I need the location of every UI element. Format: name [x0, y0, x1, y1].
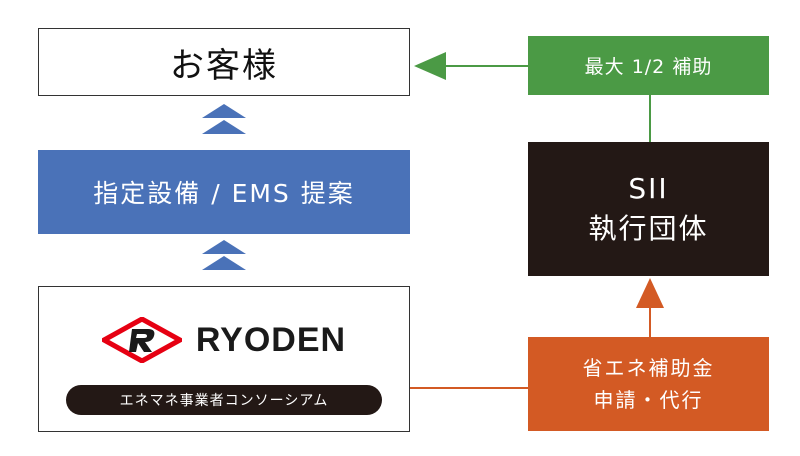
- customer-box: お客様: [38, 28, 410, 96]
- ryoden-mark-icon: [101, 317, 182, 363]
- orange-arrow-head: [636, 278, 664, 308]
- consortium-badge: エネマネ事業者コンソーシアム: [66, 385, 382, 415]
- ryoden-brand-text: RYODEN: [195, 320, 347, 359]
- double-chevron-up-icon: [202, 240, 246, 270]
- subsidy-label: 最大 1/2 補助: [584, 56, 713, 78]
- customer-label: お客様: [170, 45, 278, 86]
- subsidy-box: 最大 1/2 補助: [528, 36, 769, 95]
- application-label-line1: 省エネ補助金: [582, 356, 715, 380]
- sii-label-line2: 執行団体: [588, 212, 709, 245]
- ryoden-logo: RYODEN: [101, 317, 347, 363]
- green-arrow-head: [414, 52, 446, 80]
- double-chevron-up-icon: [202, 104, 246, 134]
- sii-label-line1: SII: [628, 172, 669, 205]
- application-label-line2: 申請・代行: [593, 388, 704, 412]
- sii-box: SII 執行団体: [528, 142, 769, 276]
- ryoden-box: RYODEN エネマネ事業者コンソーシアム: [38, 286, 410, 432]
- consortium-label: エネマネ事業者コンソーシアム: [119, 393, 329, 409]
- proposal-label: 指定設備 / EMS 提案: [93, 179, 355, 208]
- proposal-box: 指定設備 / EMS 提案: [38, 150, 410, 234]
- application-box: 省エネ補助金 申請・代行: [528, 337, 769, 431]
